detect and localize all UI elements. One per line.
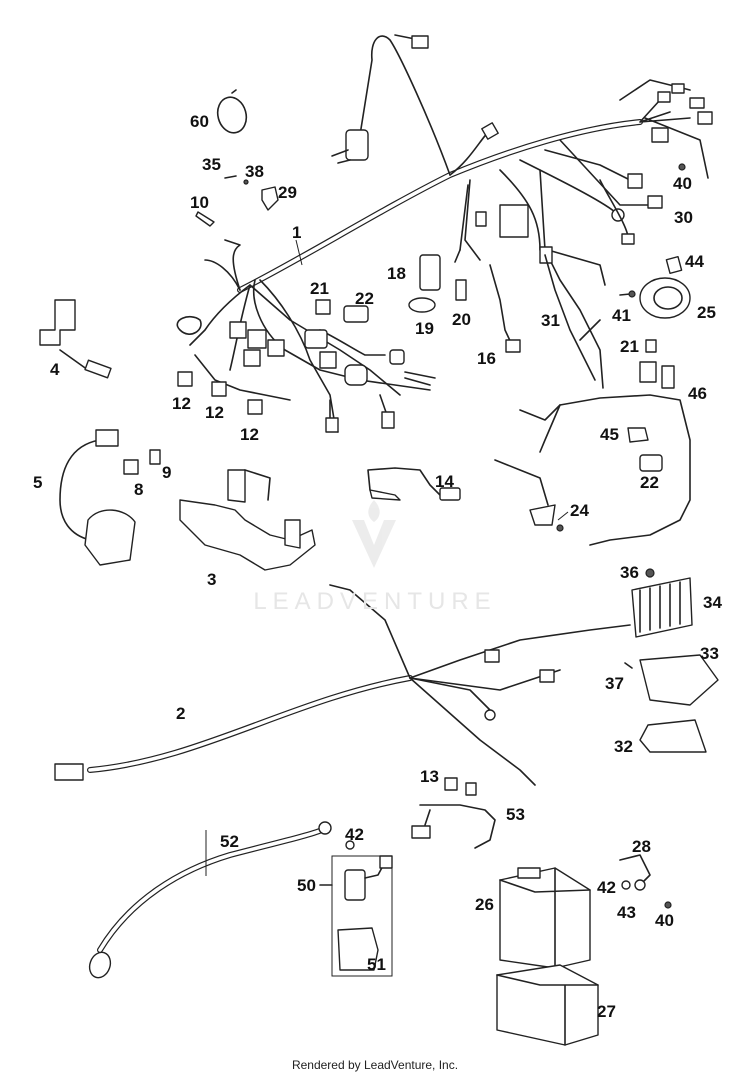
part-label-53: 53: [506, 805, 525, 824]
part-label-21-upper: 21: [310, 279, 329, 298]
part-label-29: 29: [278, 183, 297, 202]
part-label-43: 43: [617, 903, 636, 922]
regulator-34: [624, 568, 719, 753]
cable-tie-60: [216, 89, 248, 134]
part-label-13: 13: [420, 767, 439, 786]
part-label-28: 28: [632, 837, 651, 856]
sensor-cable-14: [367, 467, 461, 501]
part-label-8: 8: [134, 480, 144, 499]
part-4-bracket: [39, 299, 112, 379]
battery-bracket-3: [179, 469, 316, 571]
part-label-37: 37: [605, 674, 624, 693]
part-label-42-left: 42: [345, 825, 364, 844]
part-label-40-lower: 40: [655, 911, 674, 930]
part-label-31: 31: [541, 311, 560, 330]
part-label-35: 35: [202, 155, 221, 174]
screw-40-upper: [678, 163, 686, 171]
horn-25: [619, 255, 691, 319]
footer-credit: Rendered by LeadVenture, Inc.: [291, 1058, 459, 1072]
part-label-32: 32: [614, 737, 633, 756]
watermark-text: LEADVENTURE: [253, 588, 497, 615]
battery-box-27: [496, 964, 599, 1046]
part-label-1: 1: [292, 223, 302, 242]
part-label-20: 20: [452, 310, 471, 329]
part-label-19: 19: [415, 319, 434, 338]
relay-box-50-51: [319, 855, 393, 977]
harness-46: [519, 339, 691, 546]
rear-wiring-harness-2: [54, 584, 631, 786]
handlebar-switch-5: [59, 429, 136, 566]
part-label-22-right: 22: [640, 473, 659, 492]
part-label-22-upper: 22: [355, 289, 374, 308]
part-label-26: 26: [475, 895, 494, 914]
nut-42: [345, 840, 355, 850]
part-label-5: 5: [33, 473, 43, 492]
part-label-16: 16: [477, 349, 496, 368]
part-label-44: 44: [685, 252, 704, 271]
part-label-3: 3: [207, 570, 217, 589]
part-label-4: 4: [50, 360, 60, 379]
relay-8-9: [123, 449, 161, 475]
sensor-24: [494, 459, 564, 532]
part-label-12-c: 12: [240, 425, 259, 444]
small-fasteners: [195, 175, 279, 227]
part-label-52: 52: [220, 832, 239, 851]
pressure-switch-16: [489, 264, 521, 353]
part-label-45: 45: [600, 425, 619, 444]
part-label-27: 27: [597, 1002, 616, 1021]
part-label-41: 41: [612, 306, 631, 325]
part-label-51: 51: [367, 955, 386, 974]
part-label-50: 50: [297, 876, 316, 895]
part-label-30: 30: [674, 208, 693, 227]
part-label-18: 18: [387, 264, 406, 283]
part-label-12-a: 12: [172, 394, 191, 413]
cable-52: [88, 821, 332, 979]
part-label-14: 14: [435, 472, 454, 491]
part-label-12-b: 12: [205, 403, 224, 422]
watermark-logo: [352, 500, 396, 568]
battery-terminal-28: [619, 854, 672, 909]
connector-12-set: [177, 371, 263, 415]
part-label-38: 38: [245, 162, 264, 181]
part-label-33: 33: [700, 644, 719, 663]
part-label-25: 25: [697, 303, 716, 322]
part-label-21-right: 21: [620, 337, 639, 356]
part-label-40-upper: 40: [673, 174, 692, 193]
fuse-harness-53: [411, 777, 496, 849]
part-label-10: 10: [190, 193, 209, 212]
part-label-9: 9: [162, 463, 172, 482]
part-label-24: 24: [570, 501, 589, 520]
part-label-60: 60: [190, 112, 209, 131]
battery-26: [499, 867, 591, 969]
leader-lines: [205, 239, 569, 876]
part-label-34: 34: [703, 593, 722, 612]
part-label-2: 2: [176, 704, 186, 723]
part-label-36: 36: [620, 563, 639, 582]
main-wiring-harness: [176, 34, 713, 433]
part-label-46: 46: [688, 384, 707, 403]
capacitor-18-19-20: [408, 254, 467, 313]
cable-31: [544, 254, 601, 381]
relay-21-22-upper: [315, 299, 369, 323]
part-label-42-right: 42: [597, 878, 616, 897]
